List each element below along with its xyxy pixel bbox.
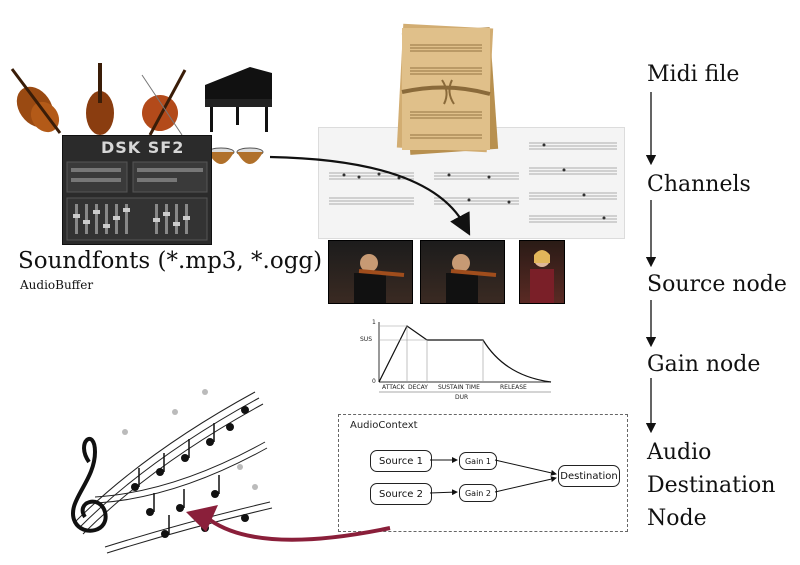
envelope-label-decay: DECAY: [408, 384, 428, 391]
soundfonts-title: Soundfonts (*.mp3, *.ogg): [18, 248, 323, 274]
pianist-photo: [519, 240, 565, 304]
source-2-node: Source 2: [370, 483, 432, 505]
audio-context-label: AudioContext: [350, 420, 418, 431]
synth-controls: [66, 161, 208, 241]
flow-step-destination: Destination: [647, 473, 776, 498]
edge-gain2-destination: [494, 476, 557, 493]
violin-icon: [10, 68, 62, 134]
timpani-icon: [207, 147, 264, 164]
soundfont-synth-panel: DSK SF2: [62, 135, 212, 245]
envelope-label-release: RELEASE: [500, 384, 527, 391]
music-notes-swirl-icon: [71, 389, 273, 554]
staff-lines: [329, 142, 617, 223]
flow-step-midi-file: Midi file: [647, 62, 740, 87]
flow-step-gain-node: Gain node: [647, 352, 761, 377]
instruments-illustration: [10, 63, 272, 136]
flow-step-node: Node: [647, 506, 707, 531]
envelope-label-sus: SUS: [360, 336, 373, 343]
envelope-label-one: 1: [372, 319, 376, 326]
violinist-photo-2: [420, 240, 505, 304]
flow-step-channels: Channels: [647, 172, 751, 197]
edge-source2-gain2: [429, 489, 458, 496]
envelope-label-zero: 0: [372, 378, 376, 385]
edge-gain1-destination: [494, 459, 557, 476]
violinist-photo-1: [328, 240, 413, 304]
flow-step-audio: Audio: [647, 440, 712, 465]
envelope-label-sustain-time: SUSTAIN TIME: [438, 384, 480, 391]
adsr-envelope-chart: [378, 322, 552, 393]
treble-clef-icon: [71, 437, 108, 533]
audio-context-box: [338, 414, 628, 532]
parchment-scores-icon: [396, 23, 499, 155]
envelope-label-attack: ATTACK: [382, 384, 405, 391]
grand-piano-icon: [205, 67, 272, 132]
gain-1-node: Gain 1: [459, 452, 497, 470]
envelope-label-dur: DUR: [455, 394, 469, 401]
audiobuffer-label: AudioBuffer: [20, 278, 94, 292]
double-bass-icon: [86, 63, 114, 135]
destination-node: Destination: [558, 465, 620, 487]
synth-title: DSK SF2: [101, 138, 185, 157]
flow-step-source-node: Source node: [647, 272, 787, 297]
cello-icon: [141, 69, 187, 136]
envelope-curve: [378, 325, 552, 383]
source-1-node: Source 1: [370, 450, 432, 472]
gain-2-node: Gain 2: [459, 484, 497, 502]
